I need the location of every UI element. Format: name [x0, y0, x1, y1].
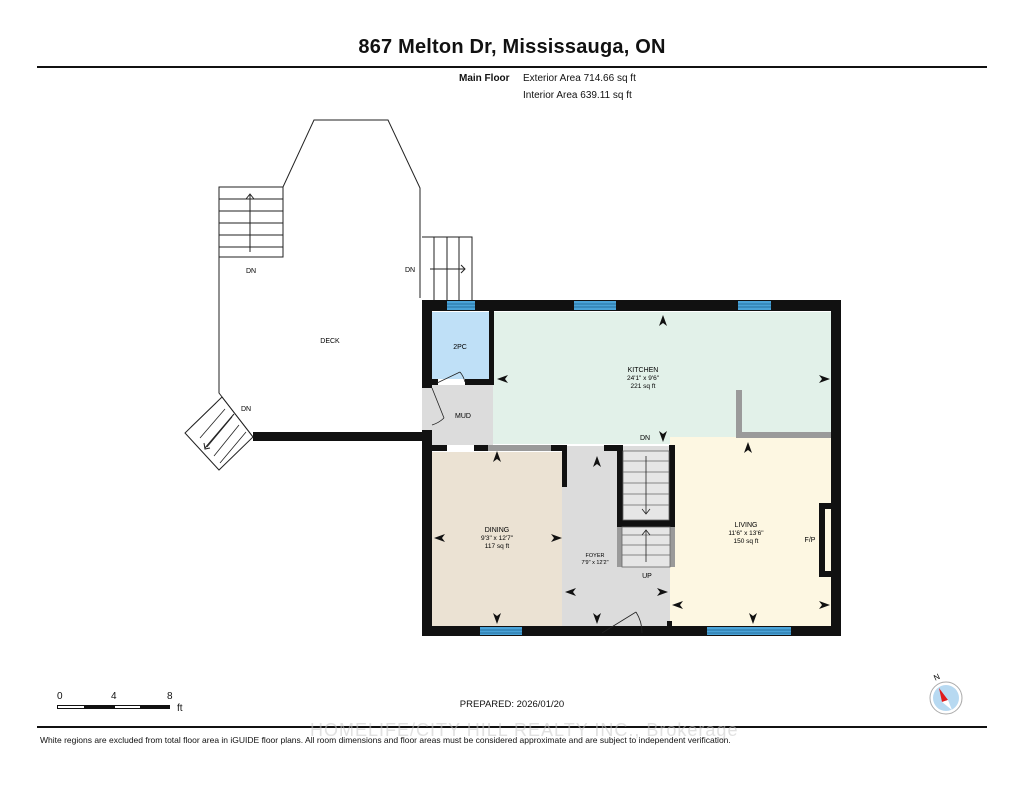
dimension-arrows — [434, 315, 830, 624]
scale-tick-8: 8 — [167, 691, 173, 702]
interior-stair-down — [622, 450, 670, 521]
room-dims-dining: 9'3" x 12'7" — [481, 535, 514, 542]
room-label-kitchen: KITCHEN — [628, 367, 659, 374]
title-divider — [37, 66, 987, 68]
room-label-living: LIVING — [735, 522, 758, 529]
scale-bar: 0 4 8 ft — [57, 691, 197, 715]
fireplace-label: F/P — [805, 537, 816, 544]
stair-dn-label-2: DN — [405, 267, 415, 274]
partitions — [488, 390, 831, 451]
room-2pc — [432, 312, 489, 379]
scale-unit: ft — [177, 703, 183, 714]
door-swings — [431, 371, 643, 634]
interior-stair-up — [617, 526, 675, 568]
stair-up-label: UP — [642, 573, 652, 580]
room-mud — [432, 385, 493, 445]
room-kitchen — [493, 312, 831, 444]
exterior-walls — [422, 300, 841, 636]
room-area-living: 150 sq ft — [734, 538, 759, 545]
interior-area: Interior Area 639.11 sq ft — [523, 90, 632, 101]
compass-north-label: N — [932, 672, 941, 683]
room-dining — [432, 452, 562, 627]
scale-segment — [114, 705, 141, 709]
page-title: 867 Melton Dr, Mississauga, ON — [358, 36, 666, 58]
room-dims-kitchen: 24'1" x 9'6" — [627, 375, 660, 382]
scale-tick-4: 4 — [111, 691, 117, 702]
stair-dn-label-3: DN — [241, 406, 251, 413]
scale-segment — [141, 705, 170, 709]
disclaimer-text: White regions are excluded from total fl… — [40, 735, 731, 745]
room-label-dining: DINING — [485, 527, 510, 534]
floor-label: Main Floor — [459, 73, 510, 84]
prepared-date: PREPARED: 2026/01/20 — [459, 699, 565, 710]
scale-tick-0: 0 — [57, 691, 63, 702]
room-area-dining: 117 sq ft — [485, 543, 510, 550]
stair-dn-label-1: DN — [246, 268, 256, 275]
exterior-area: Exterior Area 714.66 sq ft — [523, 73, 636, 84]
deck-stair-left — [218, 186, 284, 258]
brokerage-watermark: HOMELIFE/CITY HILL REALTY INC., Brokerag… — [310, 720, 739, 740]
room-label-2pc: 2PC — [453, 344, 467, 351]
stair-dn-label-kitchen: DN — [640, 435, 650, 442]
interior-walls — [432, 311, 831, 627]
footer-divider — [37, 726, 987, 728]
deck-label: DECK — [320, 338, 340, 345]
scale-segment — [85, 705, 114, 709]
room-area-kitchen: 221 sq ft — [631, 383, 656, 390]
room-label-mud: MUD — [455, 413, 471, 420]
room-dims-foyer: 7'9" x 12'2" — [581, 560, 608, 566]
deck: DECK — [218, 119, 425, 441]
deck-stair-right — [422, 236, 473, 302]
compass-icon: N — [929, 672, 963, 715]
deck-stair-diagonal — [184, 396, 254, 471]
room-living — [670, 437, 831, 627]
scale-segment — [57, 705, 85, 709]
room-dims-living: 11'6" x 13'6" — [728, 530, 764, 537]
windows — [447, 301, 791, 635]
room-label-foyer: FOYER — [586, 553, 605, 559]
